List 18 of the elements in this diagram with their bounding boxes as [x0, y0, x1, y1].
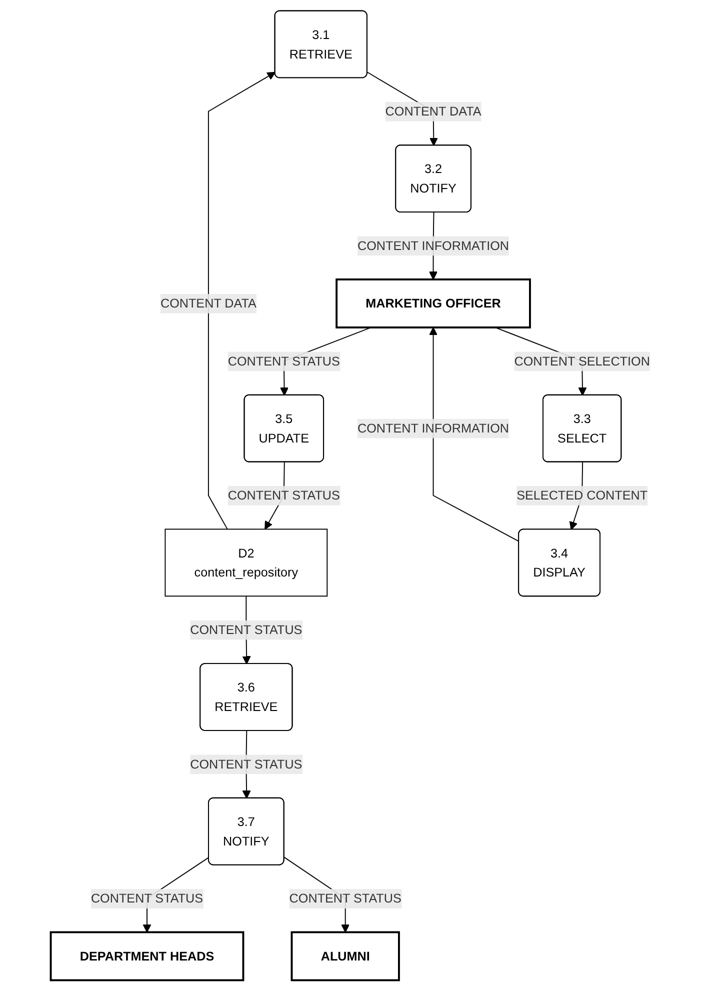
- edge-label: CONTENT STATUS: [228, 488, 340, 503]
- arrow: [208, 72, 276, 530]
- edge-label: CONTENT SELECTION: [514, 354, 650, 368]
- node-box: D2 content_repository: [164, 528, 328, 597]
- edge-label: CONTENT STATUS: [228, 354, 340, 368]
- node-box: MARKETING OFFICER: [336, 278, 532, 328]
- arrow: [429, 327, 520, 542]
- edge-label: CONTENT DATA: [160, 296, 257, 310]
- node-box: ALUMNI: [290, 931, 400, 982]
- node-box: DEPARTMENT HEADS: [50, 931, 244, 982]
- edge-label: CONTENT DATA: [385, 104, 482, 118]
- edge-label: CONTENT STATUS: [190, 756, 302, 772]
- edge-label: CONTENT STATUS: [190, 622, 302, 637]
- edge-label: CONTENT INFORMATION: [358, 238, 510, 253]
- edge-label: CONTENT INFORMATION: [358, 420, 510, 436]
- edge-label: SELECTED CONTENT: [516, 488, 648, 503]
- edge-label: CONTENT STATUS: [289, 890, 402, 906]
- edge-label: CONTENT STATUS: [91, 890, 204, 906]
